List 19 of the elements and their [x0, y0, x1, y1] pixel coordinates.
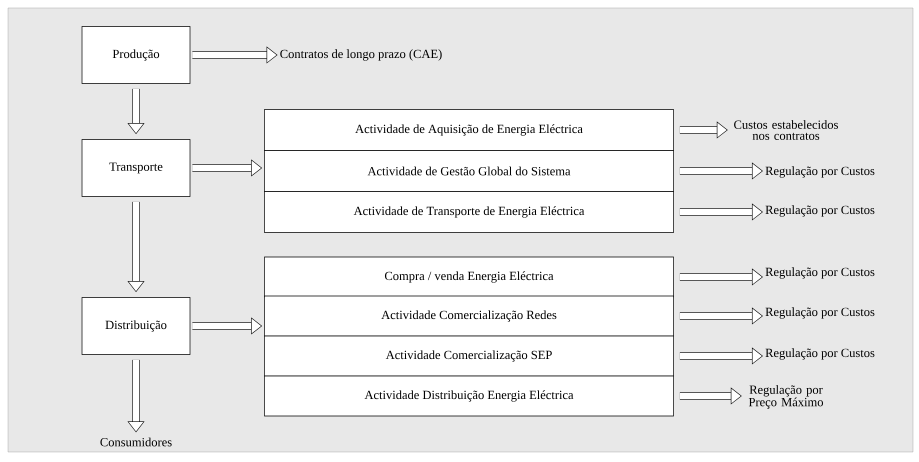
activity-row: Actividade de Gestão Global do Sistema [264, 150, 674, 192]
process-box: Distribuição [82, 297, 190, 355]
activity-row: Actividade Comercialização SEP [264, 336, 674, 376]
outcome-label: Contratos de longo prazo (CAE) [280, 49, 442, 61]
outcome-label: Regulação por Preço Máximo [748, 385, 824, 409]
activity-row: Actividade Distribuição Energia Eléctrica [264, 376, 674, 416]
outcome-label: Regulação por Custos [766, 166, 874, 178]
activity-row: Compra / venda Energia Eléctrica [264, 256, 674, 298]
activity-row: Actividade de Transporte de Energia Eléctrica [264, 191, 674, 233]
outcome-label: Regulação por Custos [766, 307, 874, 319]
activity-row: Actividade de Aquisição de Energia Eléctrica [264, 109, 674, 151]
outcome-label: Consumidores [100, 438, 172, 446]
outcome-label: Regulação por Custos [766, 348, 874, 360]
activity-row: Actividade Comercialização Redes [264, 296, 674, 336]
process-box: Transporte [82, 139, 190, 197]
outcome-label: Regulação por Custos [766, 205, 874, 217]
process-box: Produção [82, 26, 190, 84]
outcome-label: Custos estabelecidos nos contratos [734, 120, 838, 140]
outcome-label: Regulação por Custos [766, 267, 874, 279]
